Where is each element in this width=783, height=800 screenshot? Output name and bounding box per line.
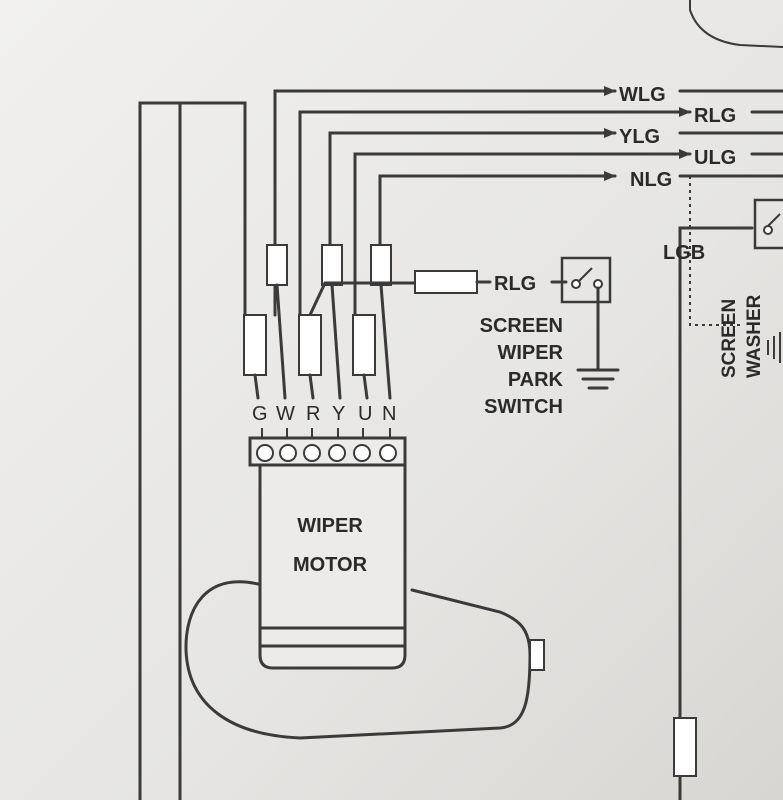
wire-r-down [308,373,315,400]
wire-label-rlg-switch: RLG [494,273,536,295]
connector-u-lower [352,314,376,376]
wire-y-down [330,283,342,400]
wire-label-nlg: NLG [630,169,672,191]
wire-w-down [275,283,287,400]
motor-label-line1: WIPER [297,515,363,537]
wire-label-ylg: YLG [619,126,660,148]
park-switch-box [560,256,612,304]
terminal-g: G [252,403,268,425]
arrow-ylg [604,128,616,138]
wire-r-bridge [308,281,417,317]
connector-w-upper [266,244,288,286]
wire-label-rlg: RLG [694,105,736,127]
ground-symbol [576,368,620,390]
terminal-w: W [276,403,295,425]
washer-switch-contact [763,225,773,235]
washer-switch-blade [767,213,781,227]
wire-u-down [362,373,369,400]
park-switch-label-line3: PARK [508,369,564,391]
wire-rlg [298,110,692,317]
wire-label-lgb: LGB [663,242,705,264]
wire-label-ulg: ULG [694,147,736,169]
wire-n-down [379,283,392,400]
arrow-ulg [679,149,691,159]
arrow-wlg [604,86,616,96]
park-switch-label-line1: SCREEN [480,315,563,337]
washer-switch-box [753,198,783,250]
connector-y-upper [321,244,343,286]
wire-g-down [253,373,260,400]
terminal-y: Y [332,403,345,425]
wire-label-wlg: WLG [619,84,666,106]
washer-label-line1: SCREEN [719,299,740,378]
connector-n-upper [370,244,392,286]
wire-wlg [273,89,617,317]
park-switch-label-line2: WIPER [497,342,563,364]
park-switch-blade [577,267,593,283]
washer-label-line2: WASHER [744,294,765,378]
motor-output-stub [529,639,545,671]
connector-g-lower [243,314,267,376]
wire-ylg [328,131,617,247]
connector-r-lower [298,314,322,376]
arrow-rlg [679,107,691,117]
connector-rlg-switch [414,270,478,294]
motor-label-line2: MOTOR [293,554,368,576]
terminal-n: N [382,403,396,425]
terminal-u: U [358,403,372,425]
motor-terminal-circles [256,444,397,462]
wire-lgb [678,226,754,800]
top-right-curve [689,0,783,48]
park-switch-label-line4: SWITCH [484,396,563,418]
wire-g [138,101,247,317]
wire-ulg [353,152,692,317]
terminal-r: R [306,403,320,425]
motor-housing [248,436,407,670]
arrow-nlg [604,171,616,181]
dotted-link [689,176,740,326]
connector-lgb [673,717,697,777]
washer-ground-symbol [767,332,781,363]
wire-nlg [378,174,617,247]
